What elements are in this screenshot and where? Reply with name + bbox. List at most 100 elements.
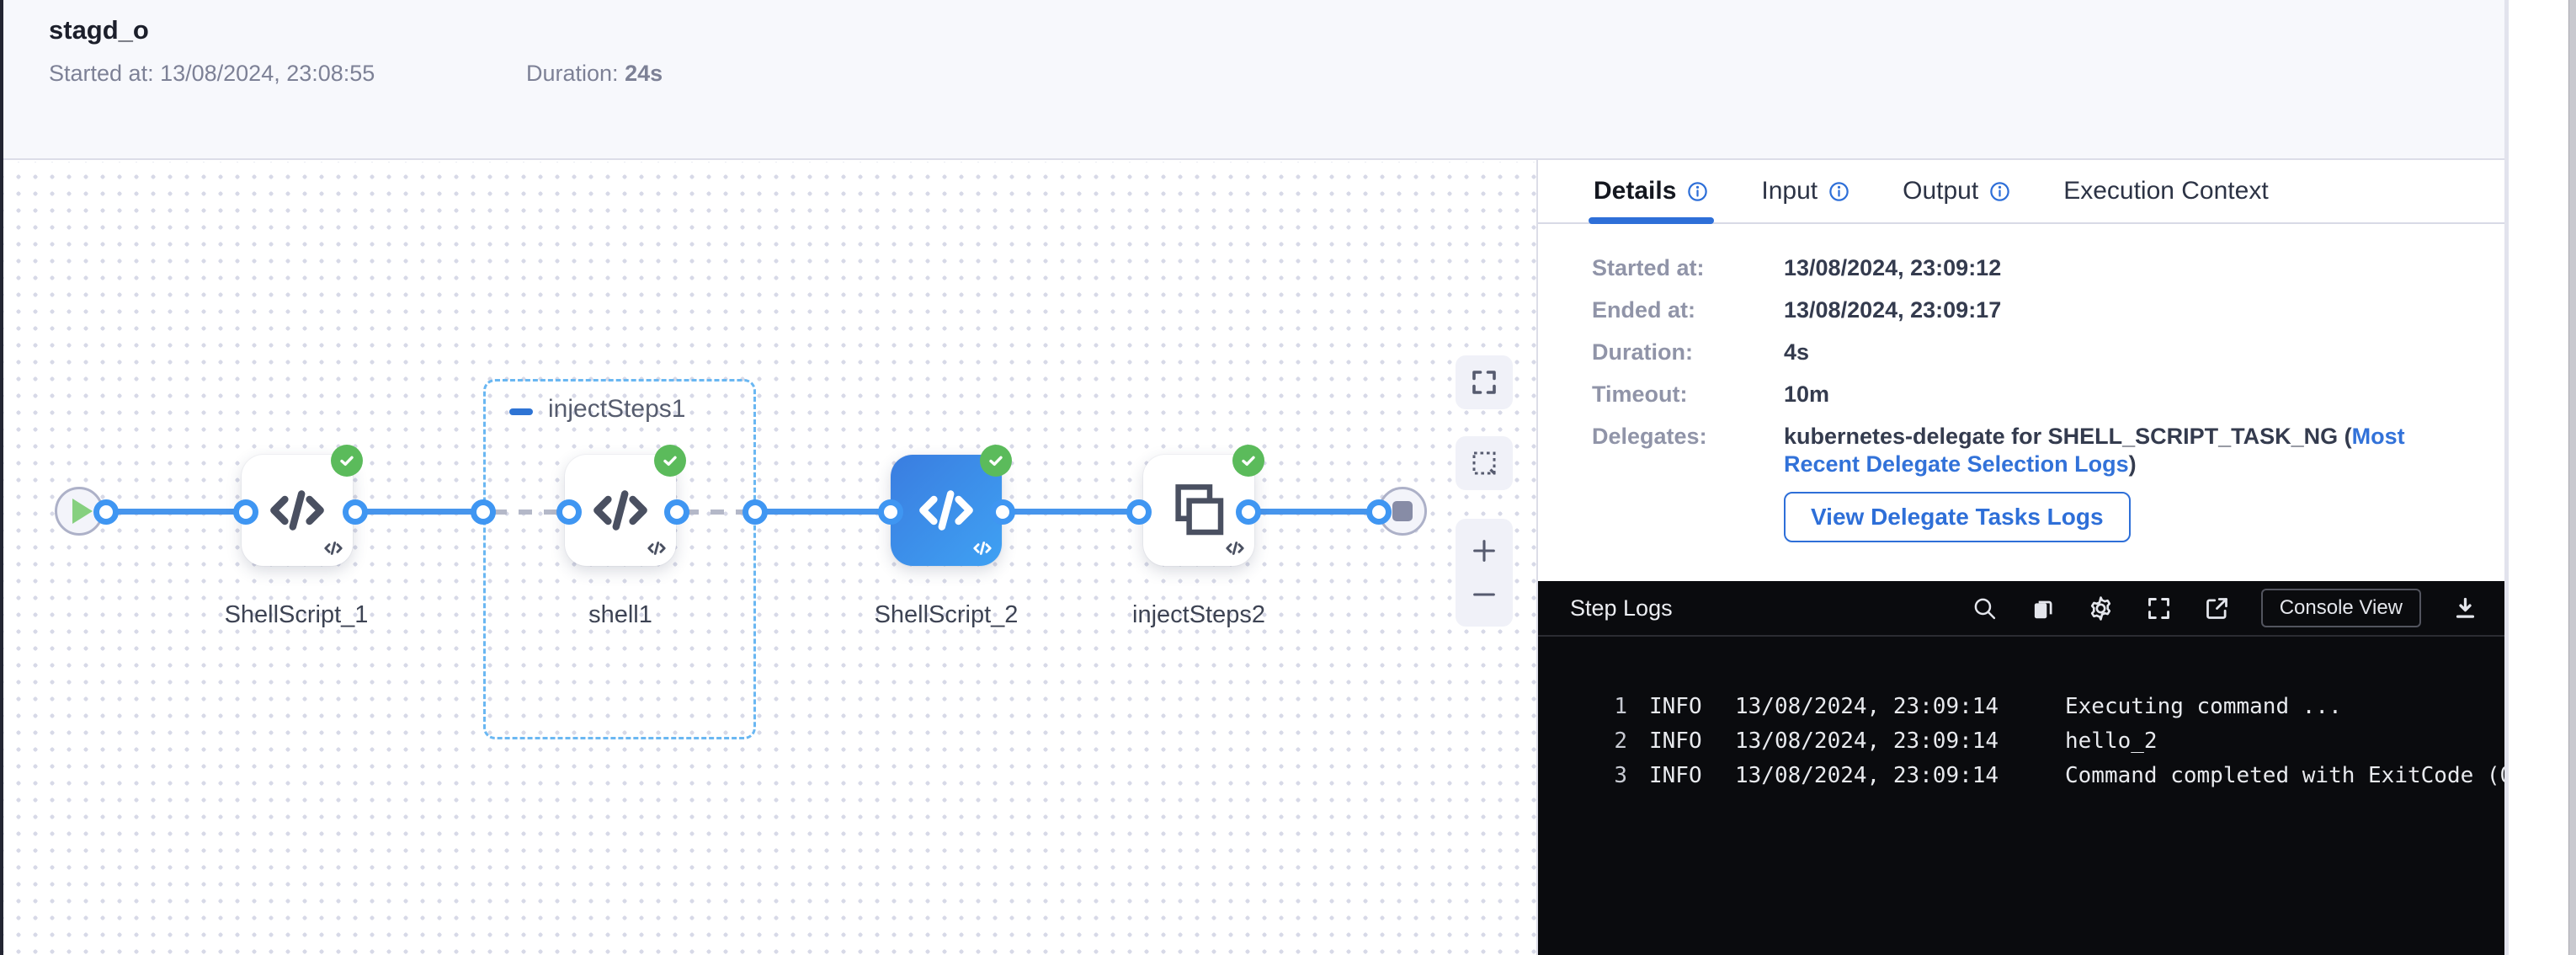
node-port[interactable]	[990, 499, 1015, 525]
log-line-number: 2	[1614, 728, 1627, 754]
settings-gear-icon[interactable]	[2087, 595, 2115, 622]
stage-duration: Duration: 24s	[526, 61, 663, 87]
node-port[interactable]	[471, 499, 496, 525]
log-timestamp: 13/08/2024, 23:09:14	[1735, 728, 1999, 754]
stage-started-at: Started at: 13/08/2024, 23:08:55	[49, 61, 375, 87]
marquee-icon	[1472, 451, 1496, 475]
stage-header: stagd_o Started at: 13/08/2024, 23:08:55…	[0, 0, 2576, 160]
zoom-control[interactable]	[1456, 519, 1513, 627]
success-check-icon	[331, 445, 363, 477]
active-tab-underline	[1589, 217, 1715, 224]
detail-row-started-at: Started at: 13/08/2024, 23:09:12	[1592, 254, 2471, 282]
step-details-panel: Details Input Output Execution Context S…	[1536, 160, 2526, 955]
download-icon[interactable]	[2451, 595, 2479, 622]
pipeline-end-node[interactable]	[1378, 487, 1427, 536]
node-port[interactable]	[1366, 499, 1392, 525]
stage-title: stagd_o	[49, 15, 149, 45]
code-icon	[593, 490, 647, 531]
log-timestamp: 13/08/2024, 23:09:14	[1735, 762, 1999, 788]
tab-details[interactable]: Details	[1589, 160, 1715, 224]
step-node-shellscript-2[interactable]	[891, 445, 1012, 566]
collapse-group-icon[interactable]	[509, 408, 533, 415]
code-subtype-icon	[324, 542, 343, 555]
details-content: Started at: 13/08/2024, 23:09:12 Ended a…	[1538, 224, 2504, 542]
step-group-injectsteps1[interactable]: injectSteps1	[483, 379, 756, 739]
node-port[interactable]	[233, 499, 258, 525]
view-delegate-tasks-logs-button[interactable]: View Delegate Tasks Logs	[1784, 492, 2131, 542]
node-port[interactable]	[343, 499, 368, 525]
code-subtype-icon	[973, 542, 992, 555]
log-line-number: 1	[1614, 693, 1627, 719]
fullscreen-icon[interactable]	[2145, 595, 2173, 622]
code-subtype-icon	[647, 542, 666, 555]
success-check-icon	[980, 445, 1012, 477]
connector-line	[111, 509, 241, 515]
step-logs-header: Step Logs Console View	[1538, 581, 2504, 637]
step-logs-toolbar: Console View	[1971, 589, 2479, 627]
group-steps-icon	[1175, 484, 1224, 536]
log-message: Command completed with ExitCode (0)	[2065, 762, 2526, 788]
open-in-new-icon[interactable]	[2203, 595, 2231, 622]
tab-label: Input	[1761, 177, 1818, 205]
node-port[interactable]	[742, 499, 768, 525]
log-message: Executing command ...	[2065, 693, 2342, 719]
step-logs-console: Step Logs Console View 1 INFO 13/08/2024…	[1538, 581, 2526, 955]
log-line: 1 INFO 13/08/2024, 23:09:14 Executing co…	[1599, 689, 2488, 723]
node-label: ShellScript_1	[224, 601, 369, 628]
detail-value: 4s	[1784, 339, 1810, 365]
detail-value: 10m	[1784, 381, 1830, 407]
tab-input[interactable]: Input	[1761, 160, 1850, 222]
delegates-value: kubernetes-delegate for SHELL_SCRIPT_TAS…	[1784, 423, 2471, 542]
duration-label: Duration:	[526, 61, 625, 86]
zoom-in-icon[interactable]	[1470, 536, 1498, 565]
node-port[interactable]	[1126, 499, 1152, 525]
tab-execution-context[interactable]: Execution Context	[2063, 160, 2268, 222]
tab-label: Details	[1594, 177, 1677, 205]
step-node-shell1[interactable]	[565, 445, 686, 566]
marquee-select-button[interactable]	[1456, 436, 1513, 490]
detail-value: 13/08/2024, 23:09:12	[1784, 255, 2002, 280]
console-view-button[interactable]: Console View	[2260, 589, 2421, 627]
fullscreen-icon	[1472, 371, 1496, 394]
node-port[interactable]	[93, 499, 119, 525]
detail-label: Started at:	[1592, 255, 1705, 280]
node-port[interactable]	[878, 499, 903, 525]
group-label[interactable]: injectSteps1	[548, 395, 686, 423]
tab-output[interactable]: Output	[1903, 160, 2011, 222]
right-gutter	[2504, 0, 2576, 955]
detail-label: Timeout:	[1592, 381, 1688, 407]
info-icon[interactable]	[1828, 180, 1850, 203]
log-line: 2 INFO 13/08/2024, 23:09:14 hello_2	[1599, 723, 2488, 758]
delegates-text: kubernetes-delegate for SHELL_SCRIPT_TAS…	[1784, 424, 2352, 449]
duration-value: 24s	[625, 61, 663, 86]
step-logs-body[interactable]: 1 INFO 13/08/2024, 23:09:14 Executing co…	[1538, 637, 2526, 792]
started-label: Started at:	[49, 61, 161, 86]
detail-label: Delegates:	[1592, 424, 1707, 449]
zoom-out-icon[interactable]	[1470, 580, 1498, 609]
fit-to-screen-button[interactable]	[1456, 355, 1513, 409]
success-check-icon	[1232, 445, 1264, 477]
detail-row-timeout: Timeout: 10m	[1592, 381, 2471, 408]
left-edge-divider	[0, 0, 3, 955]
info-icon[interactable]	[1988, 180, 2011, 203]
connector-line	[761, 509, 886, 515]
search-icon[interactable]	[1971, 595, 1999, 622]
copy-icon[interactable]	[2029, 595, 2057, 622]
step-logs-title: Step Logs	[1570, 595, 1673, 621]
info-icon[interactable]	[1686, 180, 1709, 203]
step-node-shellscript-1[interactable]	[242, 445, 363, 566]
connector-line-dashed	[493, 510, 564, 515]
stop-icon	[1392, 501, 1413, 521]
node-label: ShellScript_2	[874, 601, 1019, 628]
code-subtype-icon	[1226, 542, 1244, 555]
node-port[interactable]	[556, 499, 582, 525]
pipeline-canvas[interactable]: injectSteps1 ShellScript	[3, 162, 1536, 955]
tab-label: Execution Context	[2063, 177, 2269, 205]
log-line: 3 INFO 13/08/2024, 23:09:14 Command comp…	[1599, 758, 2526, 792]
node-port[interactable]	[1236, 499, 1261, 525]
node-port[interactable]	[664, 499, 689, 525]
detail-row-duration: Duration: 4s	[1592, 339, 2471, 366]
delegate-selection-logs-link[interactable]: Most Recent Delegate Selection Logs	[1784, 424, 2405, 477]
tab-label: Output	[1903, 177, 1979, 205]
page-scrollbar[interactable]	[2568, 0, 2576, 955]
